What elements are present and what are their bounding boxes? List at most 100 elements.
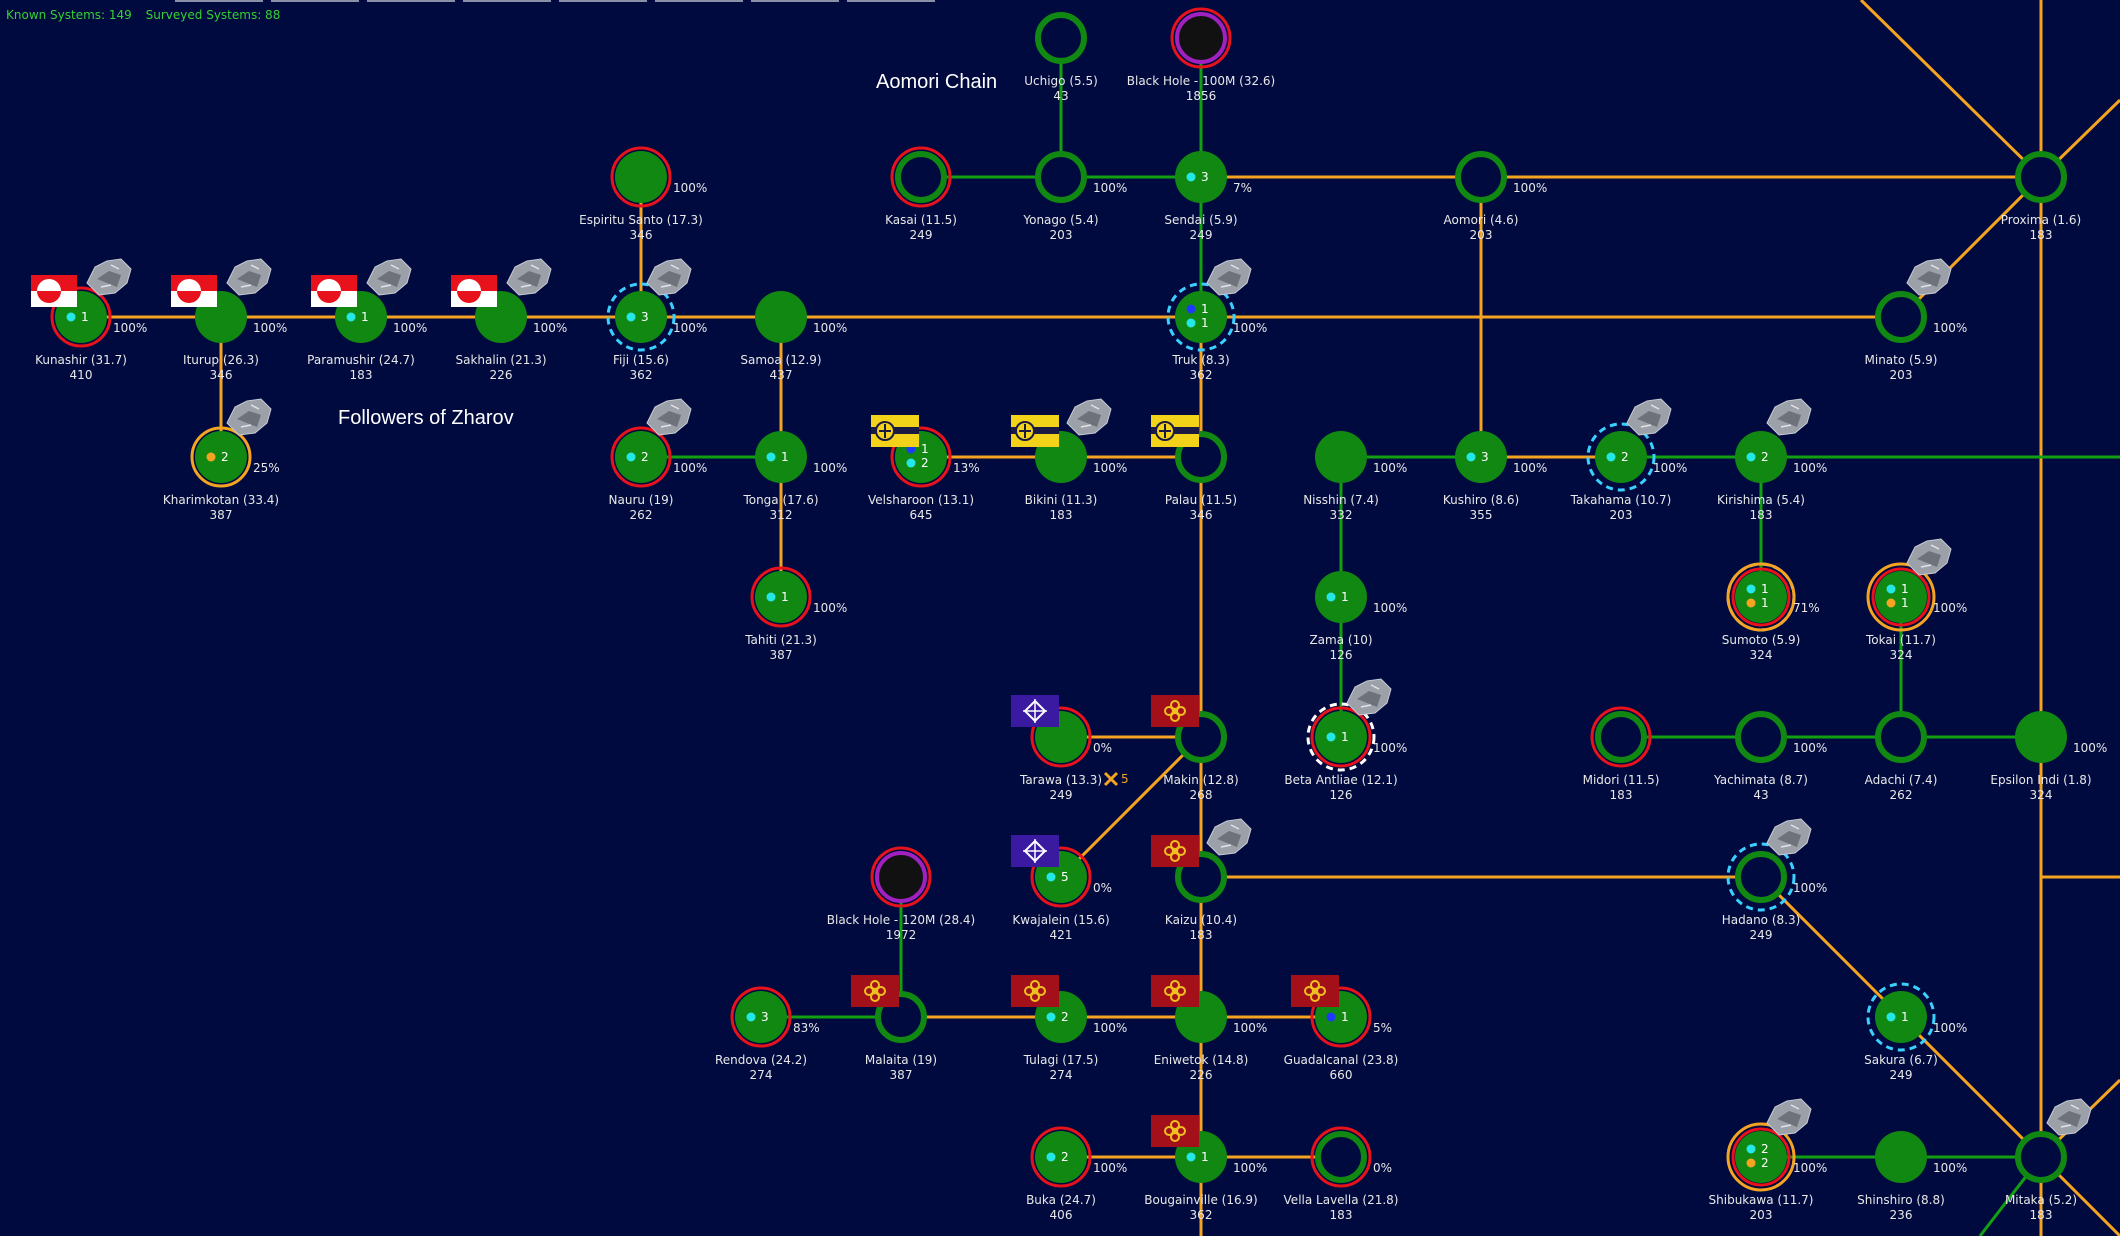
toolbar-tab[interactable] <box>655 0 743 2</box>
toolbar-tab[interactable] <box>175 0 263 2</box>
toolbar-tab[interactable] <box>559 0 647 2</box>
star-icon <box>615 151 667 203</box>
star-icon <box>1035 1131 1087 1183</box>
toolbar-tab[interactable] <box>271 0 359 2</box>
system-proxima[interactable]: Proxima (1.6)183 <box>2001 151 2081 242</box>
system-name: Velsharoon (13.1) <box>868 493 974 507</box>
survey-percent: 7% <box>1233 181 1252 195</box>
system-population: 126 <box>1330 788 1353 802</box>
system-population: 43 <box>1753 788 1768 802</box>
survey-percent: 25% <box>253 461 280 475</box>
purple-emblem-flag <box>1011 695 1059 727</box>
system-aomori[interactable]: 100%Aomori (4.6)203 <box>1444 151 1548 242</box>
system-guadalcanal[interactable]: 15%Guadalcanal (23.8)660 <box>1284 975 1399 1082</box>
system-vellalavella[interactable]: 0%Vella Lavella (21.8)183 <box>1284 1126 1399 1222</box>
survey-percent: 100% <box>1933 321 1967 335</box>
survey-ring-icon <box>606 282 676 352</box>
system-name: Adachi (7.4) <box>1865 773 1938 787</box>
system-malaita[interactable]: Malaita (19)387 <box>851 975 937 1082</box>
survey-percent: 100% <box>1653 461 1687 475</box>
system-sendai[interactable]: 37%Sendai (5.9)249 <box>1164 151 1252 242</box>
system-nisshin[interactable]: 100%Nisshin (7.4)332 <box>1303 431 1407 522</box>
system-blackhole2[interactable]: Black Hole - 120M (28.4)1972 <box>827 846 975 942</box>
system-rendova[interactable]: 383%Rendova (24.2)274 <box>715 986 820 1082</box>
system-kasai[interactable]: Kasai (11.5)249 <box>885 146 957 242</box>
asteroid-icon <box>1346 678 1392 716</box>
system-name: Tahiti (21.3) <box>744 633 817 647</box>
system-population: 226 <box>490 368 513 382</box>
system-kaizu[interactable]: Kaizu (10.4)183 <box>1151 818 1252 942</box>
system-yonago[interactable]: 100%Yonago (5.4)203 <box>1022 151 1127 242</box>
system-name: Uchigo (5.5) <box>1024 74 1098 88</box>
red-ring-icon <box>1310 706 1372 768</box>
toolbar-tab[interactable] <box>847 0 935 2</box>
region-label-aomori-chain: Aomori Chain <box>876 71 997 93</box>
survey-percent: 13% <box>953 461 980 475</box>
toolbar-tab[interactable] <box>751 0 839 2</box>
system-blackhole1[interactable]: Black Hole - 100M (32.6)1856 <box>1127 7 1275 103</box>
system-population: 183 <box>2030 228 2053 242</box>
system-makin[interactable]: Makin (12.8)268 <box>1151 695 1239 802</box>
system-population: 437 <box>770 368 793 382</box>
status-bar: Known Systems: 149 Surveyed Systems: 88 <box>6 8 290 22</box>
system-name: Makin (12.8) <box>1163 773 1239 787</box>
system-uchigo[interactable]: Uchigo (5.5)43 <box>1024 12 1098 103</box>
ship-dot-icon <box>1606 452 1616 462</box>
asteroid-icon <box>646 258 692 296</box>
system-sakhalin[interactable]: 100%Sakhalin (21.3)226 <box>451 258 567 382</box>
system-samoa[interactable]: 100%Samoa (12.9)437 <box>740 291 847 382</box>
toolbar-tab[interactable] <box>463 0 551 2</box>
system-kwajalein[interactable]: 50%Kwajalein (15.6)421 <box>1011 835 1112 942</box>
system-name: Buka (24.7) <box>1026 1193 1096 1207</box>
survey-percent: 100% <box>813 321 847 335</box>
system-adachi[interactable]: Adachi (7.4)262 <box>1865 711 1938 802</box>
system-population: 183 <box>1610 788 1633 802</box>
asteroid-icon <box>366 258 412 296</box>
ship-dot-icon <box>1326 1012 1336 1022</box>
star-icon <box>195 431 247 483</box>
system-bikini[interactable]: 100%Bikini (11.3)183 <box>1011 398 1127 522</box>
system-espiritu[interactable]: 100%Espiritu Santo (17.3)346 <box>579 146 707 242</box>
system-hadano[interactable]: 100%Hadano (8.3)249 <box>1722 818 1828 942</box>
system-eniwetok[interactable]: 100%Eniwetok (14.8)226 <box>1151 975 1267 1082</box>
toolbar-tab[interactable] <box>367 0 455 2</box>
system-kharimkotan[interactable]: 225%Kharimkotan (33.4)387 <box>163 398 280 522</box>
survey-percent: 100% <box>673 461 707 475</box>
jump-lane <box>1899 1015 2043 1159</box>
crimson-emblem-flag <box>1151 975 1199 1007</box>
system-shinshiro[interactable]: 100%Shinshiro (8.8)236 <box>1857 1131 1967 1222</box>
system-epsilonindi[interactable]: 100%Epsilon Indi (1.8)324 <box>1990 711 2107 802</box>
system-mitaka[interactable]: Mitaka (5.2)183 <box>2005 1098 2092 1222</box>
system-population: 387 <box>210 508 233 522</box>
ship-dot-icon <box>1046 1012 1056 1022</box>
system-midori[interactable]: Midori (11.5)183 <box>1583 706 1660 802</box>
system-palau[interactable]: Palau (11.5)346 <box>1151 415 1237 522</box>
survey-percent: 100% <box>1933 601 1967 615</box>
system-yachimata[interactable]: 100%Yachimata (8.7)43 <box>1713 711 1827 802</box>
system-iturup[interactable]: 100%Iturup (26.3)346 <box>171 258 287 382</box>
system-minato[interactable]: 100%Minato (5.9)203 <box>1865 258 1968 382</box>
